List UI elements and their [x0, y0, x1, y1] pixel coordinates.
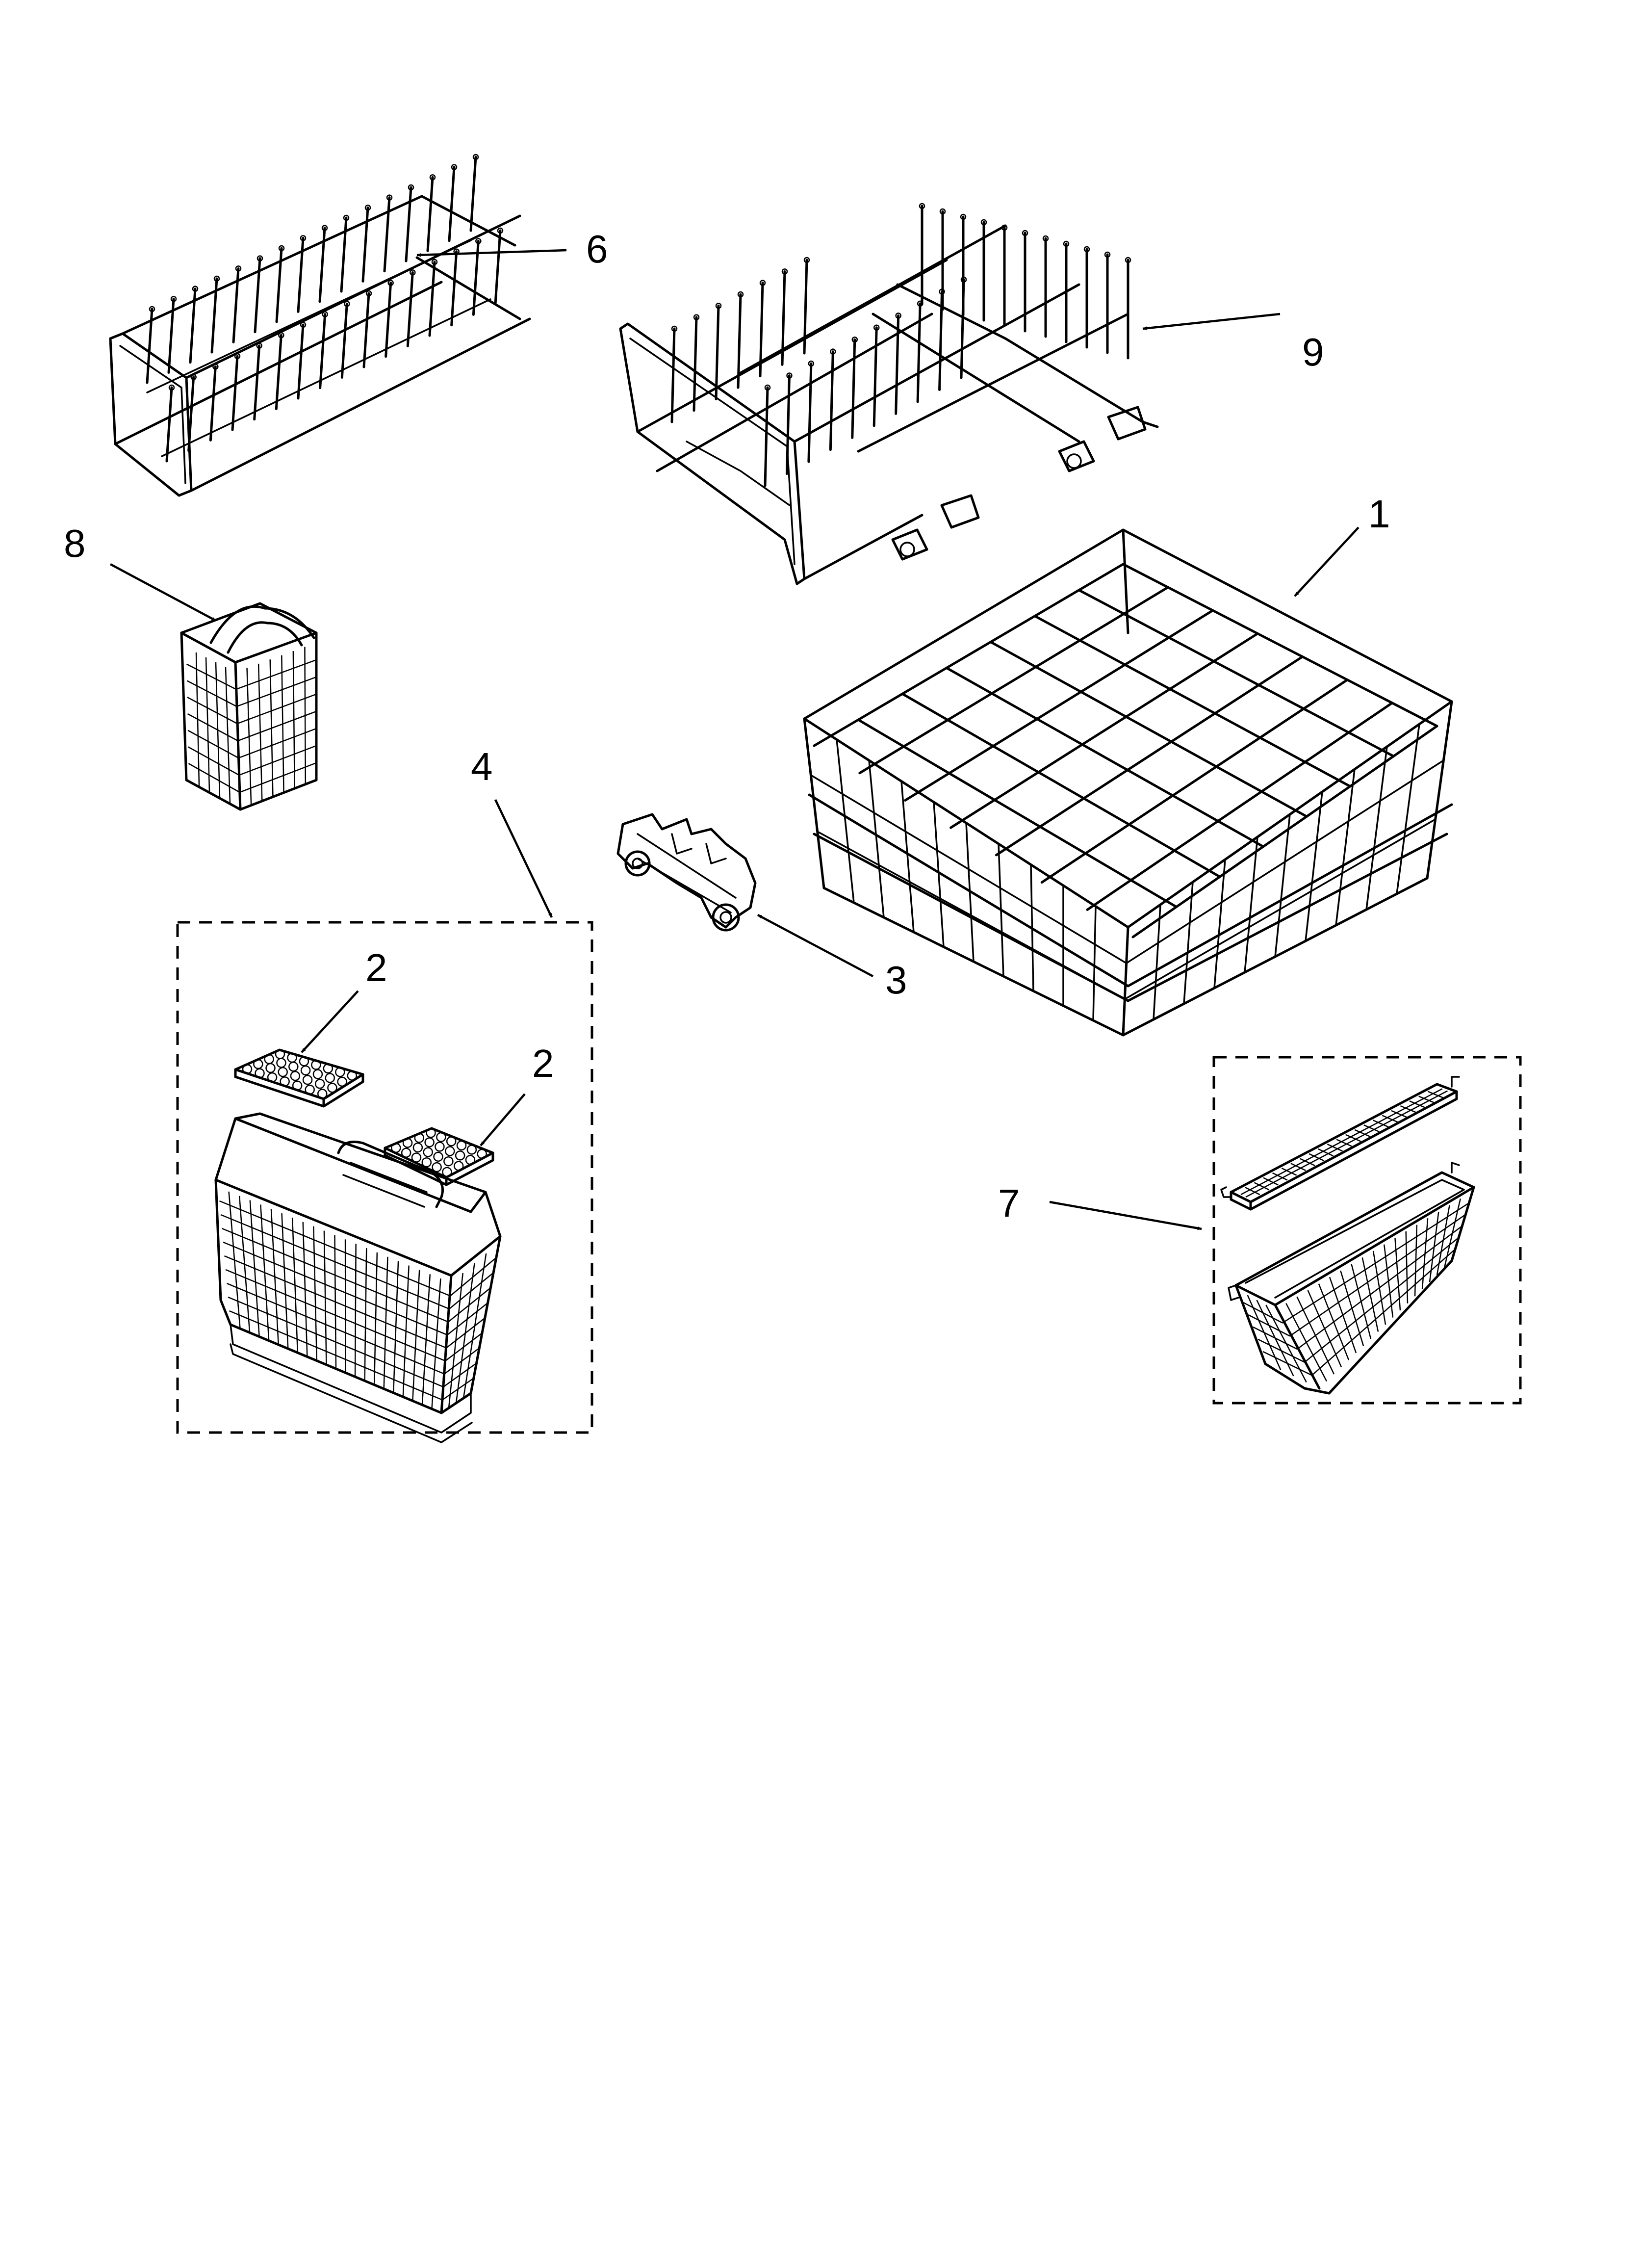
- part-7-assembly-box: [1212, 1056, 1522, 1405]
- callout-9: 9: [1302, 330, 1324, 374]
- part-7-caddy-lid: [1220, 1076, 1460, 1211]
- part-1-lower-rack: [803, 528, 1453, 1037]
- part-6-tine-rack: [109, 154, 531, 497]
- part-2-cover-right: [384, 1127, 494, 1186]
- part-2-cover-left: [234, 1048, 364, 1108]
- callout-2-right: 2: [532, 1042, 554, 1085]
- callout-3: 3: [885, 958, 907, 1002]
- callout-2-left: 2: [365, 946, 387, 990]
- callout-7: 7: [998, 1181, 1020, 1225]
- part-4-silverware-basket: [214, 1112, 502, 1443]
- part-7-caddy-basket: [1228, 1162, 1475, 1395]
- callout-6: 6: [586, 227, 608, 271]
- callout-1: 1: [1368, 492, 1390, 536]
- part-4-assembly-box: [176, 921, 593, 1434]
- part-8-silverware-basket-small: [180, 602, 318, 811]
- callout-4: 4: [471, 745, 493, 788]
- part-9-fold-down-racks: [619, 203, 1159, 585]
- part-3-wheel-carrier: [616, 813, 757, 932]
- callout-8: 8: [64, 521, 86, 565]
